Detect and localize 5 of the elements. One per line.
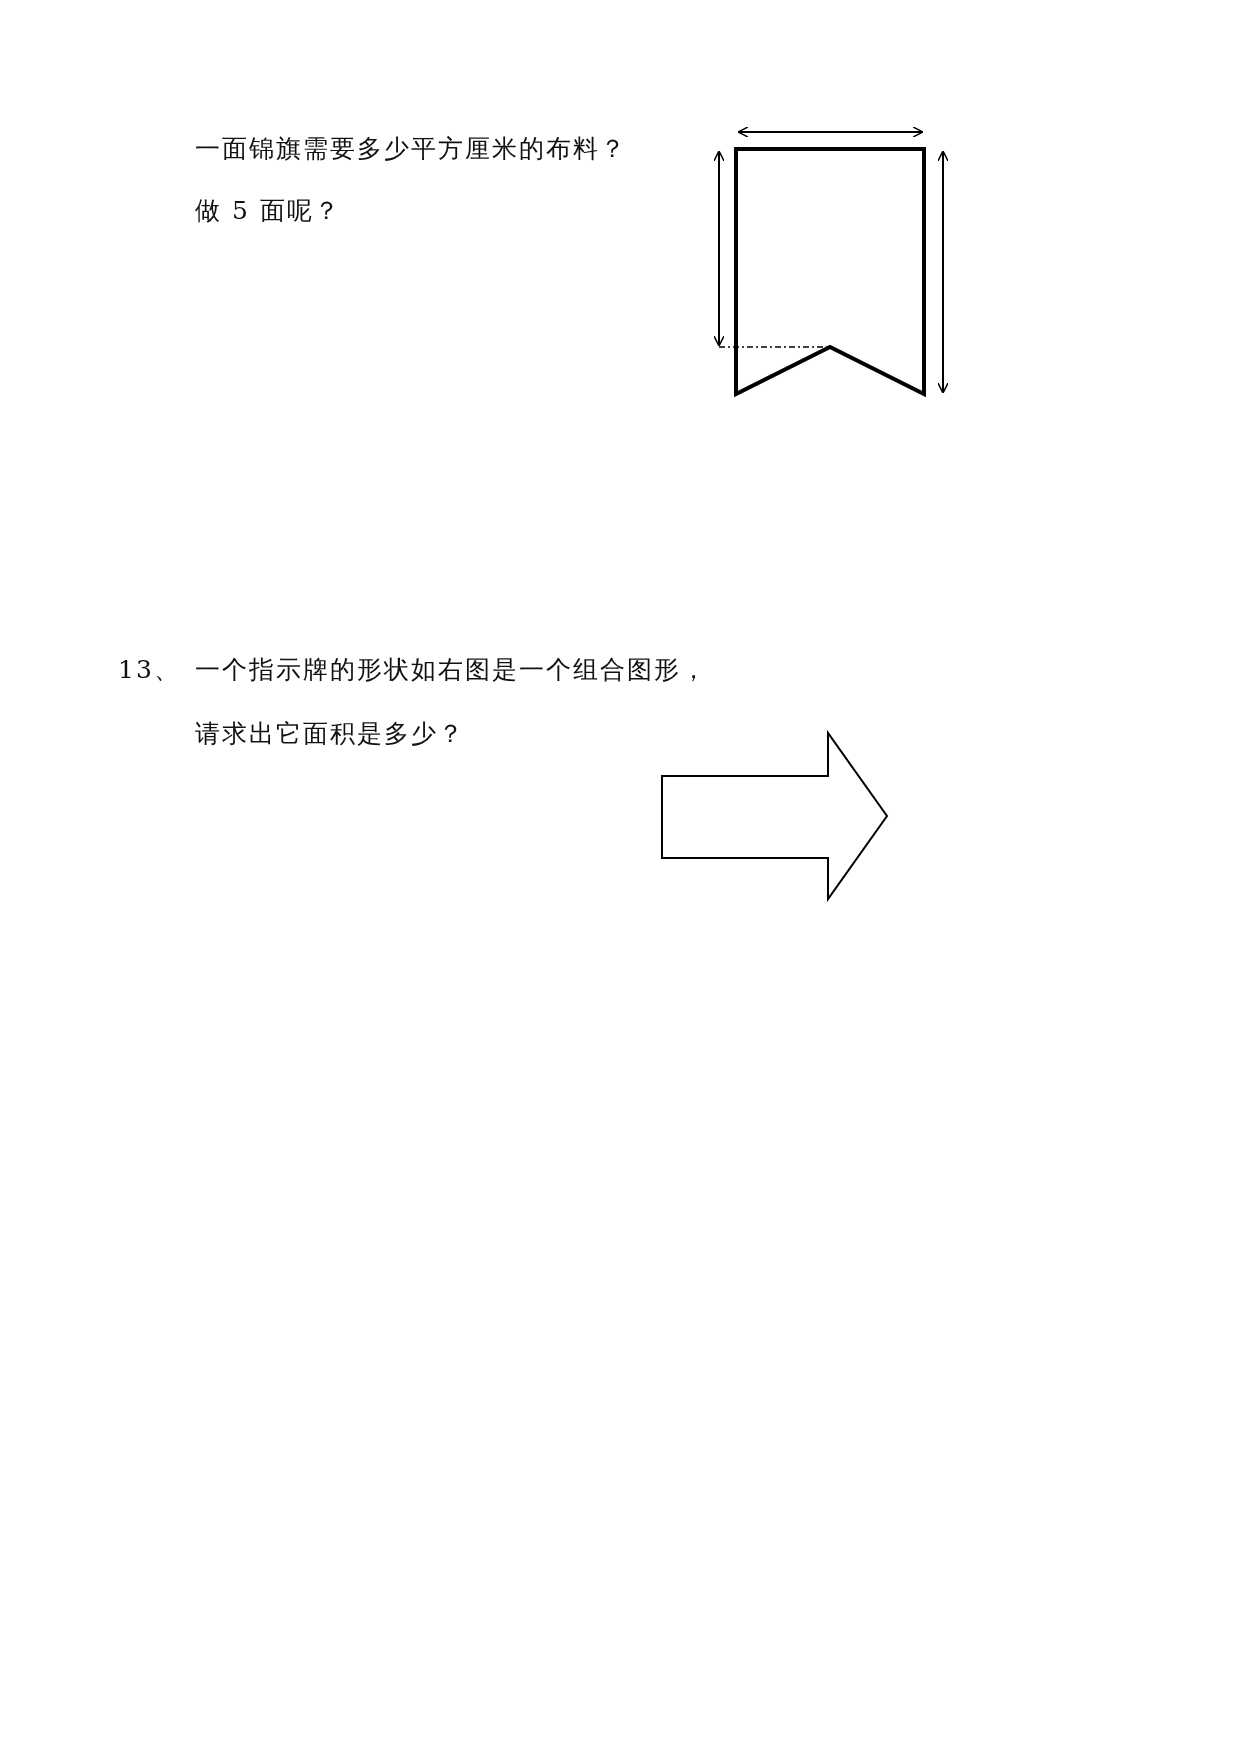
question-text: 请求出它面积是多少？: [195, 719, 465, 749]
question-text: 做 5 面呢？: [195, 196, 341, 226]
question-text: 一个指示牌的形状如右图是一个组合图形，: [195, 655, 708, 685]
question-text: 一面锦旗需要多少平方厘米的布料？: [195, 134, 627, 164]
question-text: 13、: [118, 655, 181, 685]
